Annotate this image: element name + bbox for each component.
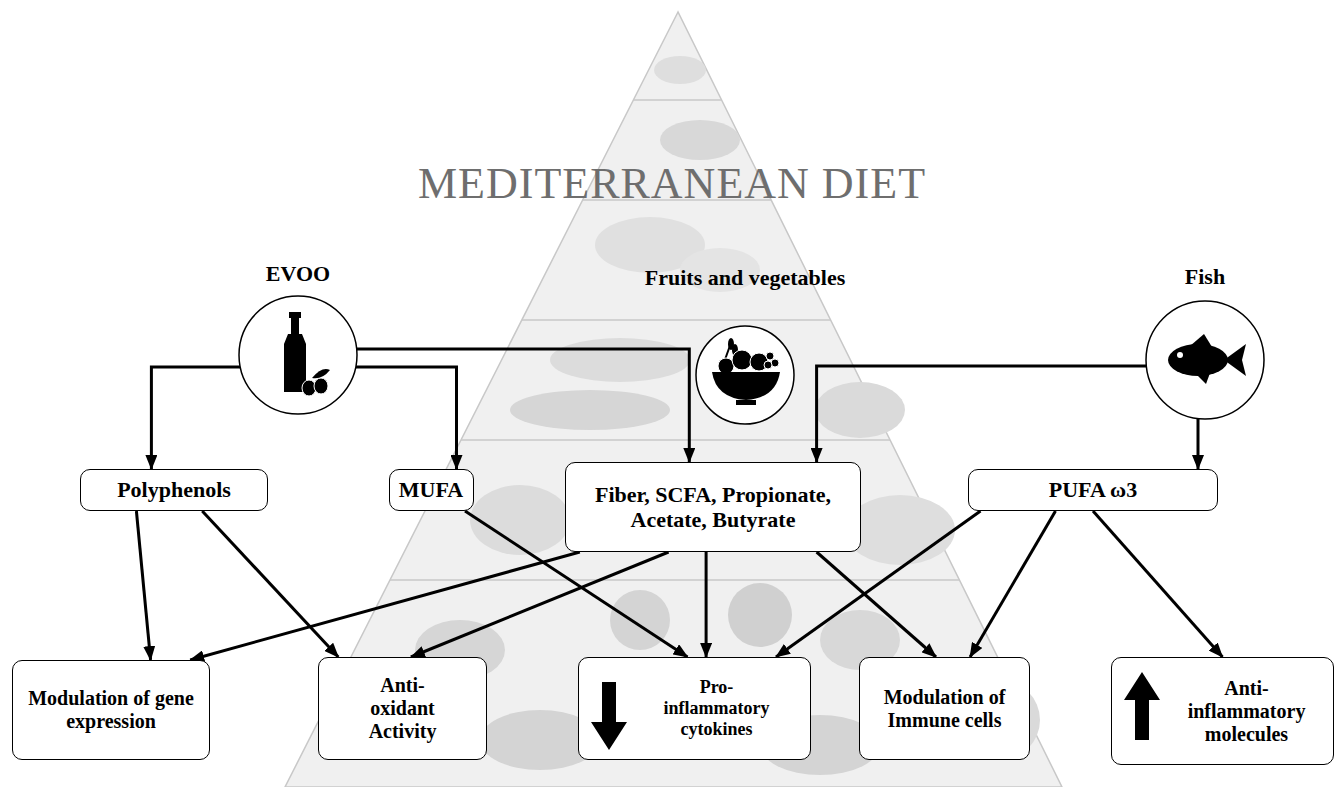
box-text: Modulation of gene expression xyxy=(25,687,197,733)
food-label: Fish xyxy=(1185,264,1225,290)
food-label: EVOO xyxy=(266,261,330,287)
arrow-connector xyxy=(202,511,338,657)
trend-arrow-symbol xyxy=(589,682,629,752)
effect-box: Anti- oxidant Activity xyxy=(318,657,487,760)
arrow-connector xyxy=(817,552,936,657)
circle-outline xyxy=(239,296,357,414)
box-text: Pro- inflammatory cytokines xyxy=(664,677,770,739)
food-picture xyxy=(728,583,792,647)
arrow-connector xyxy=(190,552,580,660)
effect-box: Pro- inflammatory cytokines xyxy=(578,657,811,760)
food-label: Fruits and vegetables xyxy=(645,265,845,291)
food-circle: Fish xyxy=(1145,300,1265,420)
pyramid-tier xyxy=(461,439,890,441)
box-text: Anti- oxidant Activity xyxy=(369,674,437,743)
pyramid-shape xyxy=(285,12,1062,787)
food-picture xyxy=(510,390,670,430)
arrow-connector xyxy=(970,511,1055,657)
food-picture xyxy=(550,338,690,382)
food-circle: EVOO xyxy=(238,295,358,415)
effect-box: PUFA ω3 xyxy=(968,469,1218,511)
arrow-connector xyxy=(1197,419,1200,469)
food-picture xyxy=(470,485,570,555)
effect-box: Anti- inflammatory molecules xyxy=(1111,657,1334,765)
box-text: Fiber, SCFA, Propionate, Acetate, Butyra… xyxy=(574,482,852,533)
food-picture xyxy=(845,495,955,565)
arrow-connector xyxy=(356,367,457,469)
pyramid-tier xyxy=(633,99,722,101)
arrow-connector xyxy=(411,552,669,657)
arrow-connector xyxy=(1093,511,1223,657)
down-arrow xyxy=(591,682,627,750)
effect-box: Polyphenols xyxy=(80,469,268,511)
trend-arrow-symbol xyxy=(1122,672,1162,742)
box-text: MUFA xyxy=(399,477,463,502)
food-picture xyxy=(654,56,706,84)
arrow-connector xyxy=(705,552,708,657)
food-picture xyxy=(660,120,740,160)
effect-box: MUFA xyxy=(389,469,474,511)
pyramid-tier xyxy=(522,319,831,321)
effect-box: Modulation of Immune cells xyxy=(859,657,1030,760)
circle-outline xyxy=(1146,301,1264,419)
effect-box: Modulation of gene expression xyxy=(12,660,210,760)
arrow-connector xyxy=(817,366,1147,462)
arrow-connector xyxy=(136,511,150,660)
effect-box: Fiber, SCFA, Propionate, Acetate, Butyra… xyxy=(565,462,861,552)
diagram-title: MEDITERRANEAN DIET xyxy=(0,158,1344,209)
box-text: Anti- inflammatory molecules xyxy=(1188,677,1306,746)
box-text: Polyphenols xyxy=(117,477,231,502)
box-text: PUFA ω3 xyxy=(1049,477,1137,502)
arrow-connector xyxy=(357,349,690,462)
circle-outline xyxy=(1145,300,1265,420)
box-text: Modulation of Immune cells xyxy=(875,686,1015,732)
circle-outline xyxy=(695,325,795,425)
up-arrow xyxy=(1124,672,1160,740)
circle-outline xyxy=(696,326,794,424)
circle-outline xyxy=(238,295,358,415)
food-circle: Fruits and vegetables xyxy=(695,325,795,425)
arrow-connector xyxy=(151,367,240,469)
food-picture xyxy=(815,382,905,438)
